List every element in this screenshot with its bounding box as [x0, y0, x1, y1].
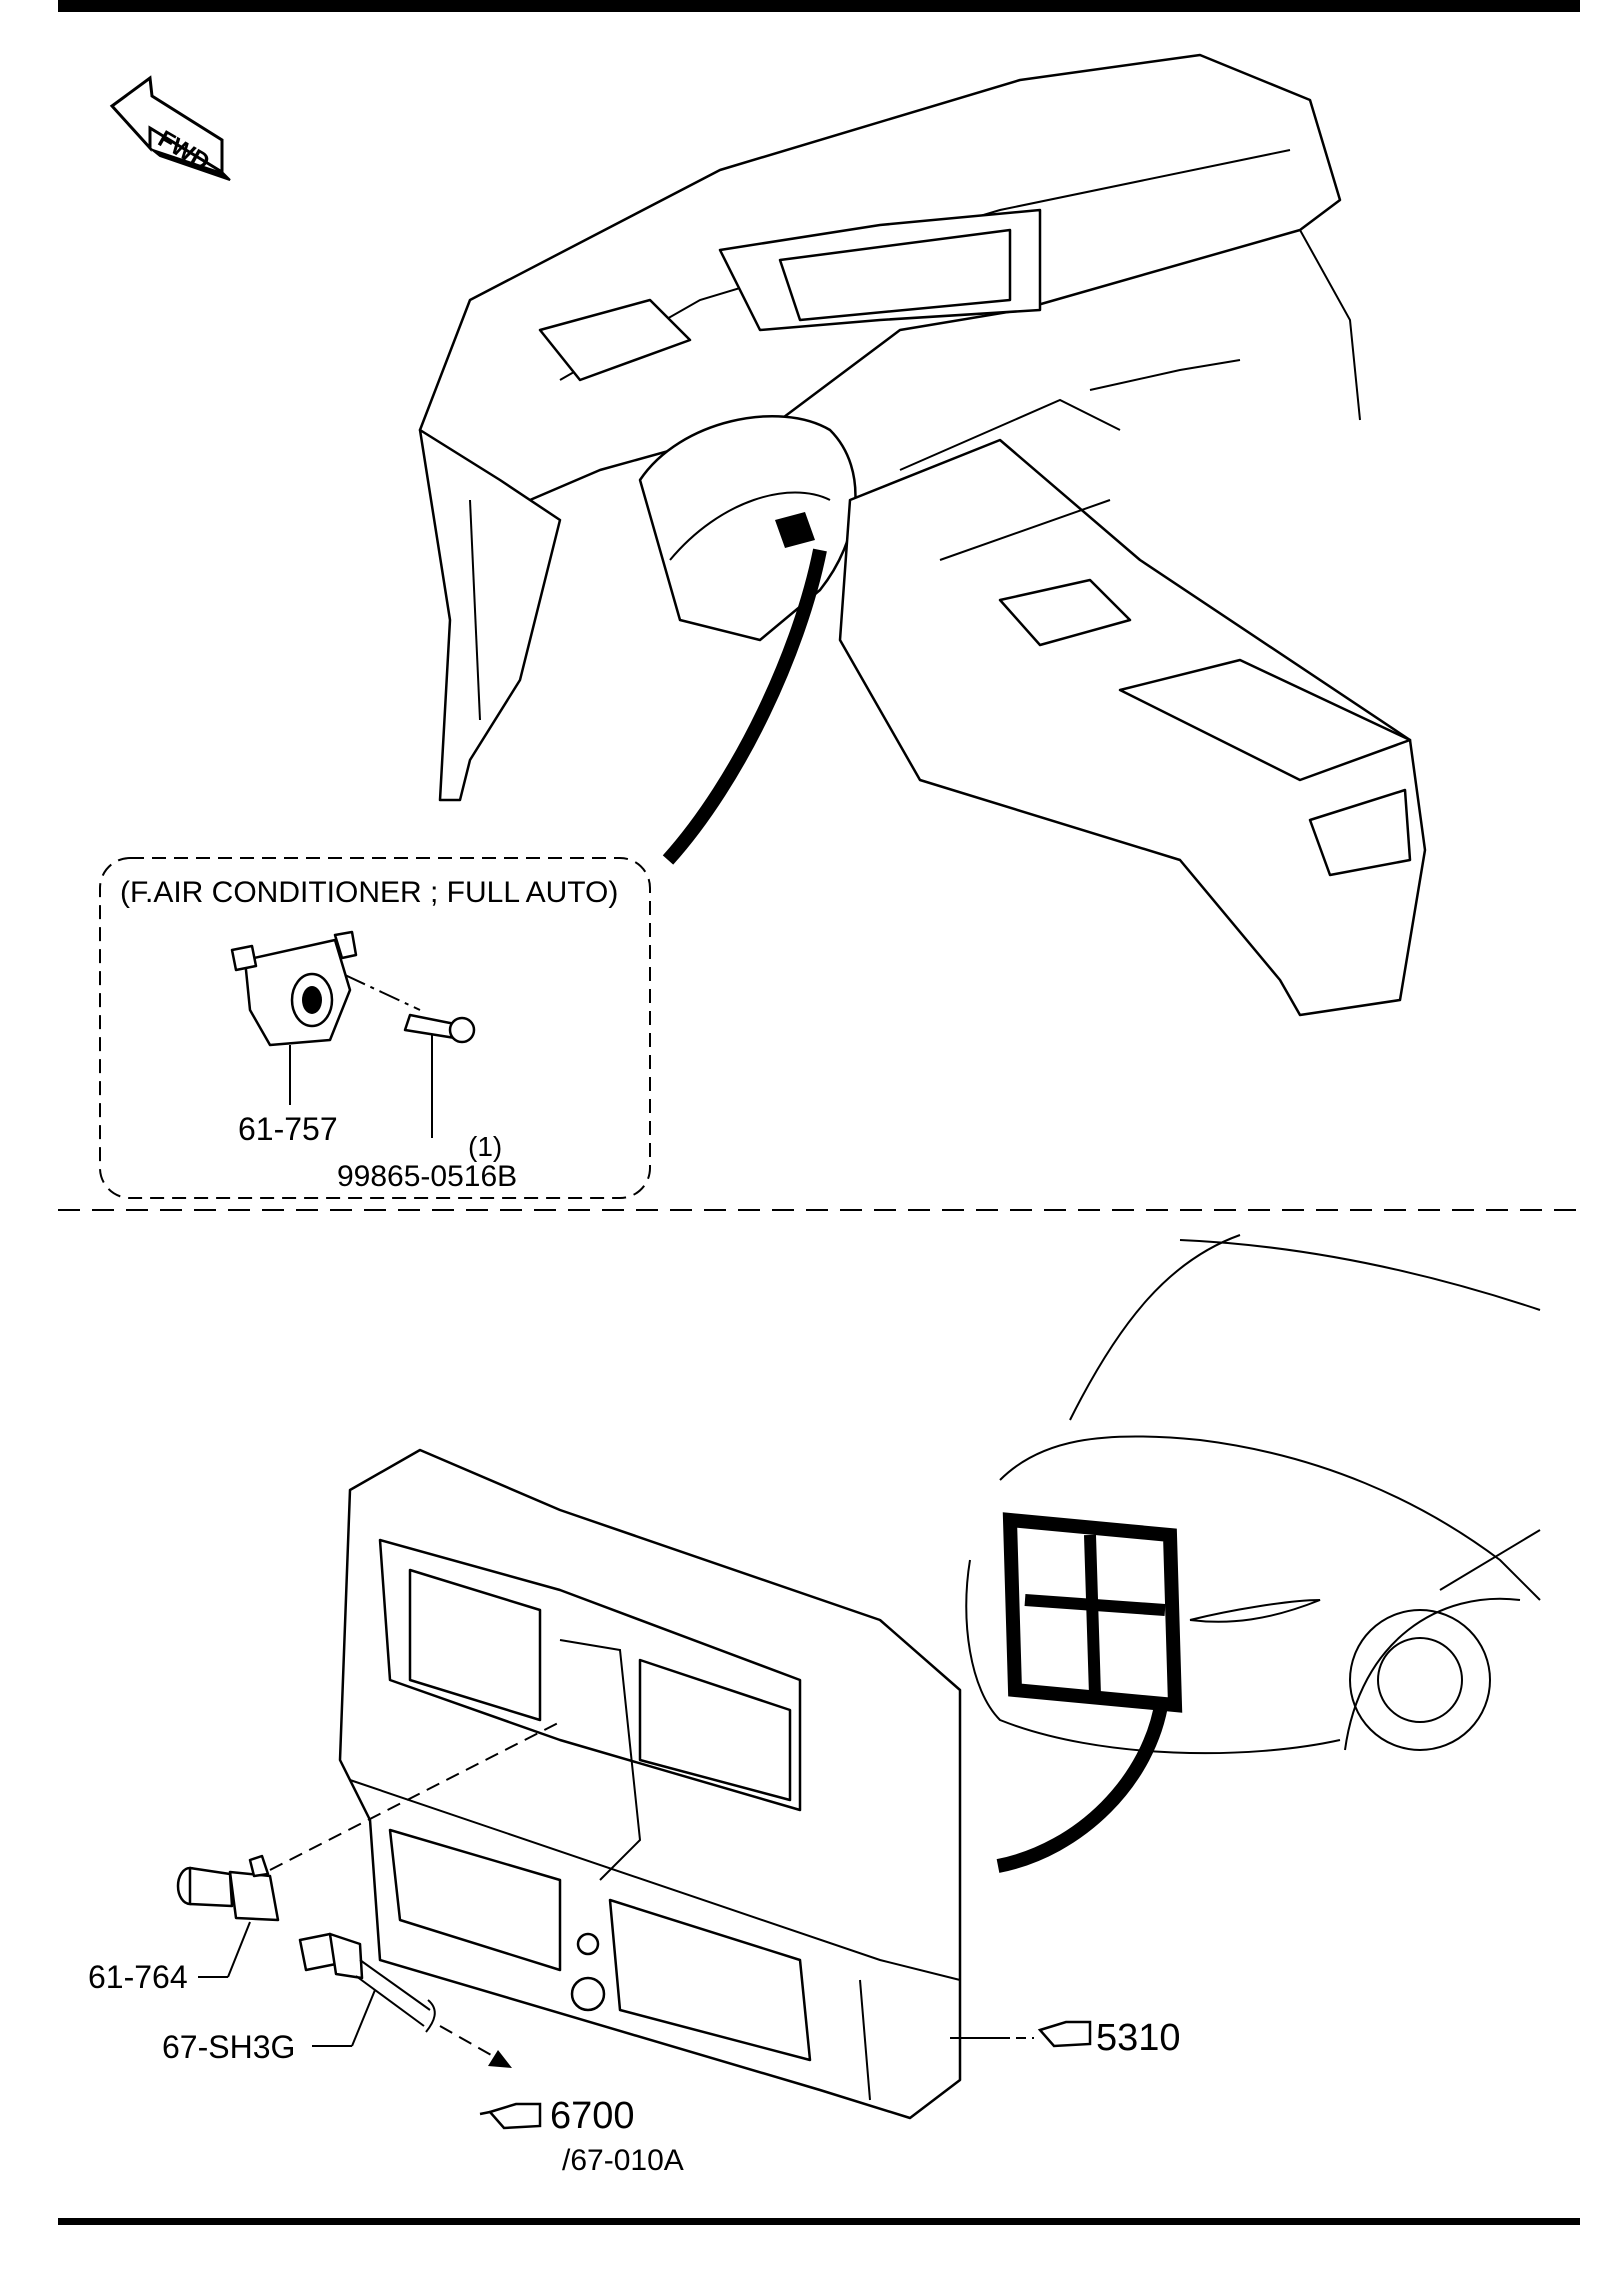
- ref-6700-sub: /67-010A: [562, 2144, 684, 2177]
- arrowhead-6700: [488, 2050, 512, 2068]
- ambient-sensor-part: [176, 1854, 280, 1922]
- variant-inset-box: [99, 857, 651, 1199]
- label-99865: 99865-0516B: [337, 1160, 517, 1193]
- label-61-764: 61-764: [88, 1959, 188, 1995]
- variant-label: (F.AIR CONDITIONER ; FULL AUTO): [120, 876, 618, 909]
- car-front-illustration: [965, 1234, 1541, 1755]
- label-67-sh3g: 67-SH3G: [162, 2029, 295, 2065]
- top-border: [58, 0, 1580, 12]
- label-screw-qty: (1): [468, 1131, 502, 1162]
- dashed-arrow-6700: [439, 2025, 501, 2061]
- bottom-border: [58, 2218, 1580, 2225]
- screw-part: [403, 1013, 476, 1044]
- hand-pointer-icon-5310: [1037, 2020, 1092, 2048]
- leader-67-sh3g: [351, 1989, 376, 2047]
- label-61-757: 61-757: [238, 1111, 338, 1147]
- hand-pointer-icon-6700: [479, 2102, 542, 2130]
- dashdot-line-upper: [344, 974, 421, 1011]
- dashed-line-sensor: [269, 1721, 561, 1871]
- radiator-support-part: [338, 1448, 962, 2120]
- radiator-support-location-icon: [1002, 1512, 1183, 1713]
- dashboard-illustration: [418, 53, 1427, 1017]
- leader-curve-lower: [996, 1698, 1169, 1873]
- leader-curve-upper: [662, 548, 827, 865]
- leader-61-764: [227, 1921, 251, 1978]
- in-car-sensor-part: [230, 930, 358, 1047]
- ref-6700: 6700: [550, 2095, 635, 2137]
- wiring-connector-part: [298, 1932, 436, 2033]
- ref-5310: 5310: [1096, 2017, 1181, 2059]
- sensor-location-icon: [775, 512, 815, 548]
- fwd-arrow-icon: FWD: [109, 75, 231, 181]
